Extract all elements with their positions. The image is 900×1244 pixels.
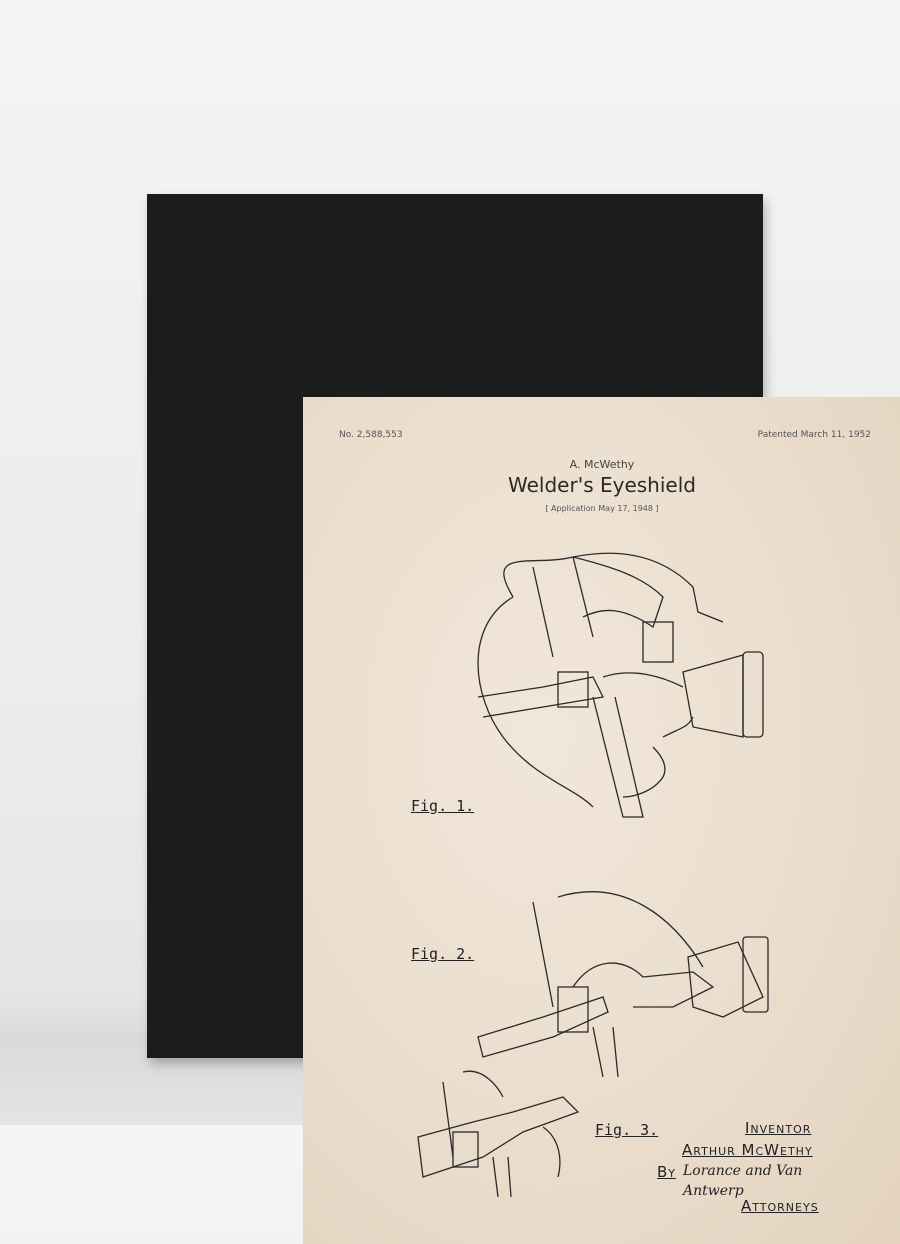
fig3-label: Fig. 3. <box>595 1121 659 1139</box>
by-label: By <box>657 1163 677 1181</box>
fig2-label: Fig. 2. <box>411 945 475 963</box>
attorneys-label: Attorneys <box>741 1197 819 1215</box>
inventor-label: Inventor <box>745 1119 812 1137</box>
fig2-drawing <box>477 891 769 1078</box>
fig1-label: Fig. 1. <box>411 797 475 815</box>
patent-drawings <box>417 552 769 1198</box>
poster-title: Welder's Eyeshield <box>508 473 696 497</box>
application-date: [ Application May 17, 1948 ] <box>545 504 659 513</box>
patent-poster: No. 2,588,553 Patented March 11, 1952 A.… <box>303 397 900 1244</box>
fig3-drawing <box>417 1070 580 1198</box>
patented-date: Patented March 11, 1952 <box>757 430 871 440</box>
attorneys-signature: Lorance and Van Antwerp <box>683 1163 803 1199</box>
patent-number: No. 2,588,553 <box>339 430 403 440</box>
poster-frame: No. 2,588,553 Patented March 11, 1952 A.… <box>147 194 900 1244</box>
inventor-short: A. McWethy <box>569 458 635 471</box>
fig1-drawing <box>477 552 764 818</box>
inventor-name: Arthur McWethy <box>682 1141 813 1159</box>
